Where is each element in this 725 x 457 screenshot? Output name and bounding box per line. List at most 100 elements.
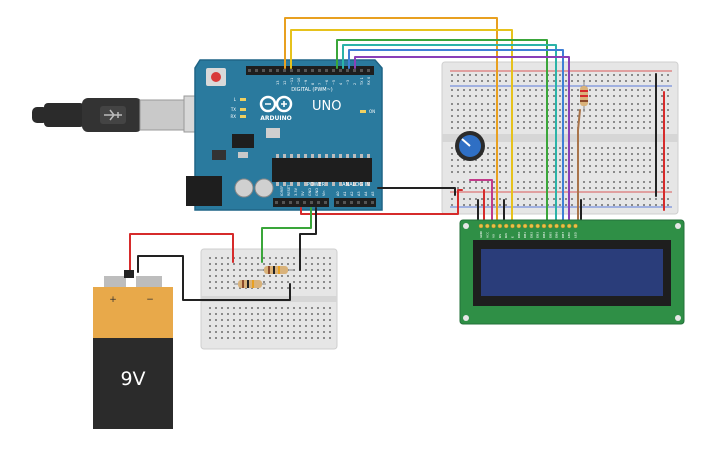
breadboard-hole: [481, 159, 483, 161]
chip-pin: [311, 154, 314, 158]
breadboard-hole: [589, 165, 591, 167]
breadboard-hole: [583, 198, 585, 200]
wire-yellow-d11[interactable]: [290, 29, 513, 101]
breadboard-hole: [631, 80, 633, 82]
breadboard-hole: [631, 115, 633, 117]
breadboard-hole: [505, 165, 507, 167]
breadboard-hole: [457, 181, 459, 183]
potentiometer[interactable]: [455, 131, 485, 161]
breadboard-hole: [553, 187, 555, 189]
wire-green-d5[interactable]: [336, 39, 548, 101]
wire-brown-led[interactable]: [577, 109, 581, 227]
wire-red-battery[interactable]: [129, 233, 234, 273]
breadboard-hole: [463, 103, 465, 105]
battery-body: [93, 338, 173, 429]
breadboard-hole: [559, 103, 561, 105]
breadboard-hole: [499, 187, 501, 189]
resistor-divider-1[interactable]: [258, 266, 294, 274]
breadboard-hole: [475, 109, 477, 111]
breadboard-hole: [595, 159, 597, 161]
reset-button[interactable]: [211, 72, 221, 82]
breadboard-hole: [227, 269, 229, 271]
wire-magenta-lcd[interactable]: [469, 179, 493, 227]
wire-orange-d12[interactable]: [284, 17, 498, 101]
chip-pin: [353, 182, 356, 186]
breadboard-hole: [565, 165, 567, 167]
breadboard-hole: [263, 287, 265, 289]
header-hole: [296, 201, 299, 204]
breadboard-hole: [233, 287, 235, 289]
wire-black-gnd-main[interactable]: [377, 187, 456, 196]
breadboard-hole: [565, 89, 567, 91]
breadboard-hole: [457, 159, 459, 161]
lcd-pin: [554, 223, 559, 229]
lcd-pin-label: VCC: [485, 232, 489, 238]
chip-pin: [367, 182, 370, 186]
breadboard-hole: [505, 74, 507, 76]
breadboard-hole: [523, 147, 525, 149]
breadboard-hole: [529, 127, 531, 129]
wire-black-gnd-small[interactable]: [299, 207, 317, 271]
breadboard-hole: [607, 95, 609, 97]
breadboard-hole: [541, 115, 543, 117]
breadboard-hole: [275, 281, 277, 283]
breadboard-hole: [577, 95, 579, 97]
breadboard-hole: [269, 275, 271, 277]
breadboard-hole: [257, 263, 259, 265]
breadboard-hole: [457, 165, 459, 167]
breadboard-hole: [227, 325, 229, 327]
breadboard-hole: [571, 95, 573, 97]
breadboard-hole: [583, 165, 585, 167]
breadboard-hole: [463, 95, 465, 97]
breadboard-hole: [257, 275, 259, 277]
wire-black-battery[interactable]: [137, 255, 291, 301]
breadboard-hole: [607, 121, 609, 123]
wire-red-5v-main[interactable]: [300, 189, 463, 215]
resistor-lcd-backlight[interactable]: [580, 80, 588, 112]
wire-blue-d3[interactable]: [348, 49, 564, 101]
breadboard-hole: [637, 109, 639, 111]
lcd-pin-label: RS: [498, 234, 502, 238]
breadboard-hole: [227, 307, 229, 309]
breadboard-hole: [493, 153, 495, 155]
breadboard-hole: [601, 103, 603, 105]
breadboard-hole: [329, 319, 331, 321]
wire-purple-d2[interactable]: [354, 56, 570, 101]
breadboard-hole: [221, 325, 223, 327]
breadboard-hole: [293, 307, 295, 309]
breadboard-hole: [541, 103, 543, 105]
breadboard-hole: [529, 147, 531, 149]
resistor-divider-2[interactable]: [234, 280, 266, 288]
breadboard-hole: [281, 319, 283, 321]
breadboard-hole: [577, 74, 579, 76]
breadboard-hole: [571, 109, 573, 111]
main-breadboard[interactable]: [441, 61, 679, 215]
breadboard-hole: [487, 204, 489, 206]
breadboard-hole: [523, 109, 525, 111]
breadboard-hole: [233, 281, 235, 283]
breadboard-hole: [643, 171, 645, 173]
breadboard-hole: [559, 165, 561, 167]
digital-pin-label: ~6: [325, 80, 329, 85]
header-hole: [332, 69, 335, 72]
wire-teal-d4[interactable]: [342, 44, 557, 101]
breadboard-hole: [637, 80, 639, 82]
breadboard-hole: [317, 331, 319, 333]
breadboard-hole: [221, 319, 223, 321]
breadboard-hole: [625, 204, 627, 206]
breadboard-hole: [577, 115, 579, 117]
breadboard-hole: [499, 74, 501, 76]
wire-green-a0[interactable]: [261, 207, 312, 263]
breadboard-hole: [209, 275, 211, 277]
breadboard-hole: [589, 147, 591, 149]
breadboard-hole: [595, 147, 597, 149]
breadboard-hole: [251, 269, 253, 271]
breadboard-hole: [637, 74, 639, 76]
battery-9v[interactable]: + − 9V: [93, 270, 173, 429]
breadboard-hole: [469, 115, 471, 117]
breadboard-hole: [553, 80, 555, 82]
breadboard-hole: [589, 109, 591, 111]
breadboard-hole: [499, 109, 501, 111]
